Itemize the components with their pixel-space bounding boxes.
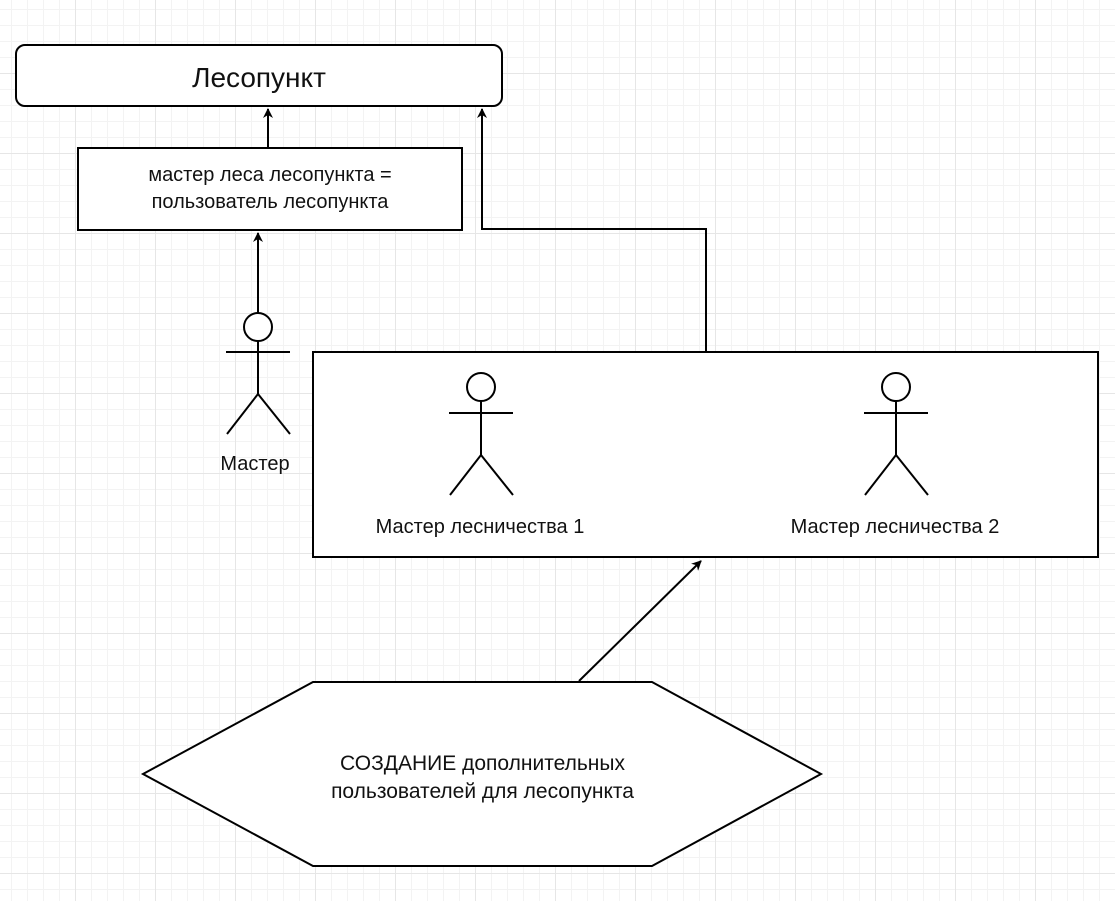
lesopunkt-label: Лесопункт xyxy=(192,62,326,94)
master-box-line-2: пользователь лесопункта xyxy=(151,191,389,213)
master-box-label: мастер леса лесопункта = пользователь ле… xyxy=(78,148,462,230)
arrow-hexagon-to-forestry-box[interactable] xyxy=(578,560,702,682)
actor-master-icon[interactable] xyxy=(226,312,291,435)
connector-forestry-to-lesopunkt[interactable] xyxy=(477,108,707,351)
actor-master-label: Мастер xyxy=(220,453,290,475)
master-box-line-1: мастер леса лесопункта = xyxy=(148,164,392,186)
actor-forestry-master-1-label: Мастер лесничества 1 xyxy=(375,516,585,538)
hexagon-label: СОЗДАНИЕ дополнительных пользователей дл… xyxy=(250,750,715,806)
forestry-masters-box[interactable] xyxy=(312,351,1099,558)
lesopunkt-box[interactable] xyxy=(15,44,503,107)
master-box[interactable] xyxy=(77,147,463,231)
actor-forestry-master-1-icon[interactable] xyxy=(449,372,514,496)
actor-forestry-master-2-label: Мастер лесничества 2 xyxy=(790,516,1000,538)
create-users-hexagon[interactable] xyxy=(140,681,824,867)
actor-forestry-master-2-icon[interactable] xyxy=(864,372,929,496)
hexagon-line-2: пользователей для лесопункта xyxy=(331,779,634,803)
hexagon-line-1: СОЗДАНИЕ дополнительных xyxy=(340,752,625,775)
